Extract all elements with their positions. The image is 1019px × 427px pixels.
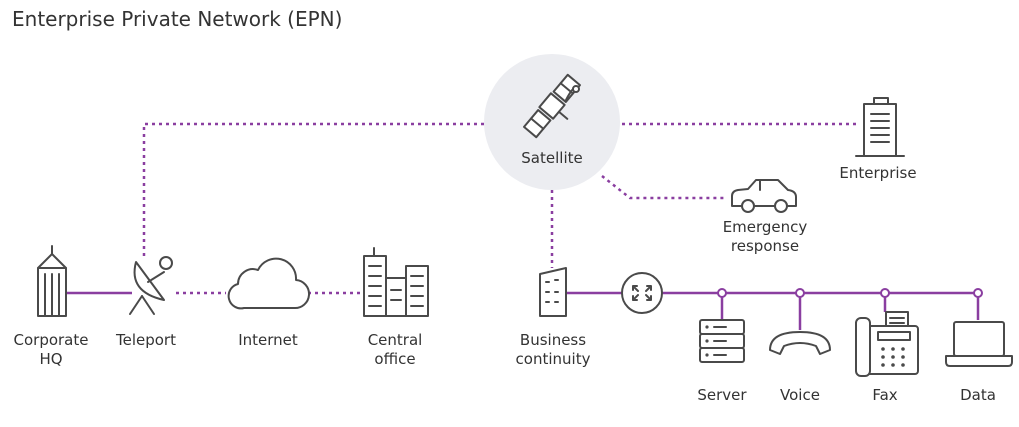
laptop-icon [945,321,1013,367]
satellite-antenna-icon [565,85,580,101]
label-fax: Fax [872,386,897,404]
bus-node-data [973,288,983,298]
label-corporate-hq-line2: HQ [39,350,62,368]
label-satellite: Satellite [521,149,582,167]
label-data: Data [960,386,996,404]
label-central-office-line2: office [374,350,415,368]
building-icon [539,267,567,317]
server-icon [699,319,745,363]
label-corporate-hq-line1: Corporate [14,331,89,349]
skyscraper-icon [37,245,67,317]
label-voice: Voice [780,386,820,404]
satellite-halo [484,54,620,190]
bus-node-voice [795,288,805,298]
office-tower-icon [855,97,905,157]
satellite-dish-icon [129,256,173,315]
label-business-continuity-line1: Business [520,331,586,349]
label-emergency-line1: Emergency [723,218,808,236]
city-buildings-icon [363,247,429,317]
cloud-icon [227,257,311,310]
link-satellite-teleport [142,122,484,260]
telephone-handset-icon [769,331,831,355]
car-icon [731,179,797,213]
router-icon [621,272,663,314]
label-teleport: Teleport [115,331,176,349]
diagram-title: Enterprise Private Network (EPN) [12,7,342,31]
link-satellite-emergency [601,175,726,200]
label-emergency-line2: response [731,237,799,255]
bus-node-fax [880,288,890,298]
label-central-office-line1: Central [368,331,423,349]
fax-machine-icon [855,311,919,377]
label-internet: Internet [238,331,298,349]
label-server: Server [697,386,747,404]
label-enterprise: Enterprise [839,164,916,182]
satellite-icon [523,73,581,139]
bus-node-server [717,288,727,298]
label-business-continuity-line2: continuity [516,350,591,368]
